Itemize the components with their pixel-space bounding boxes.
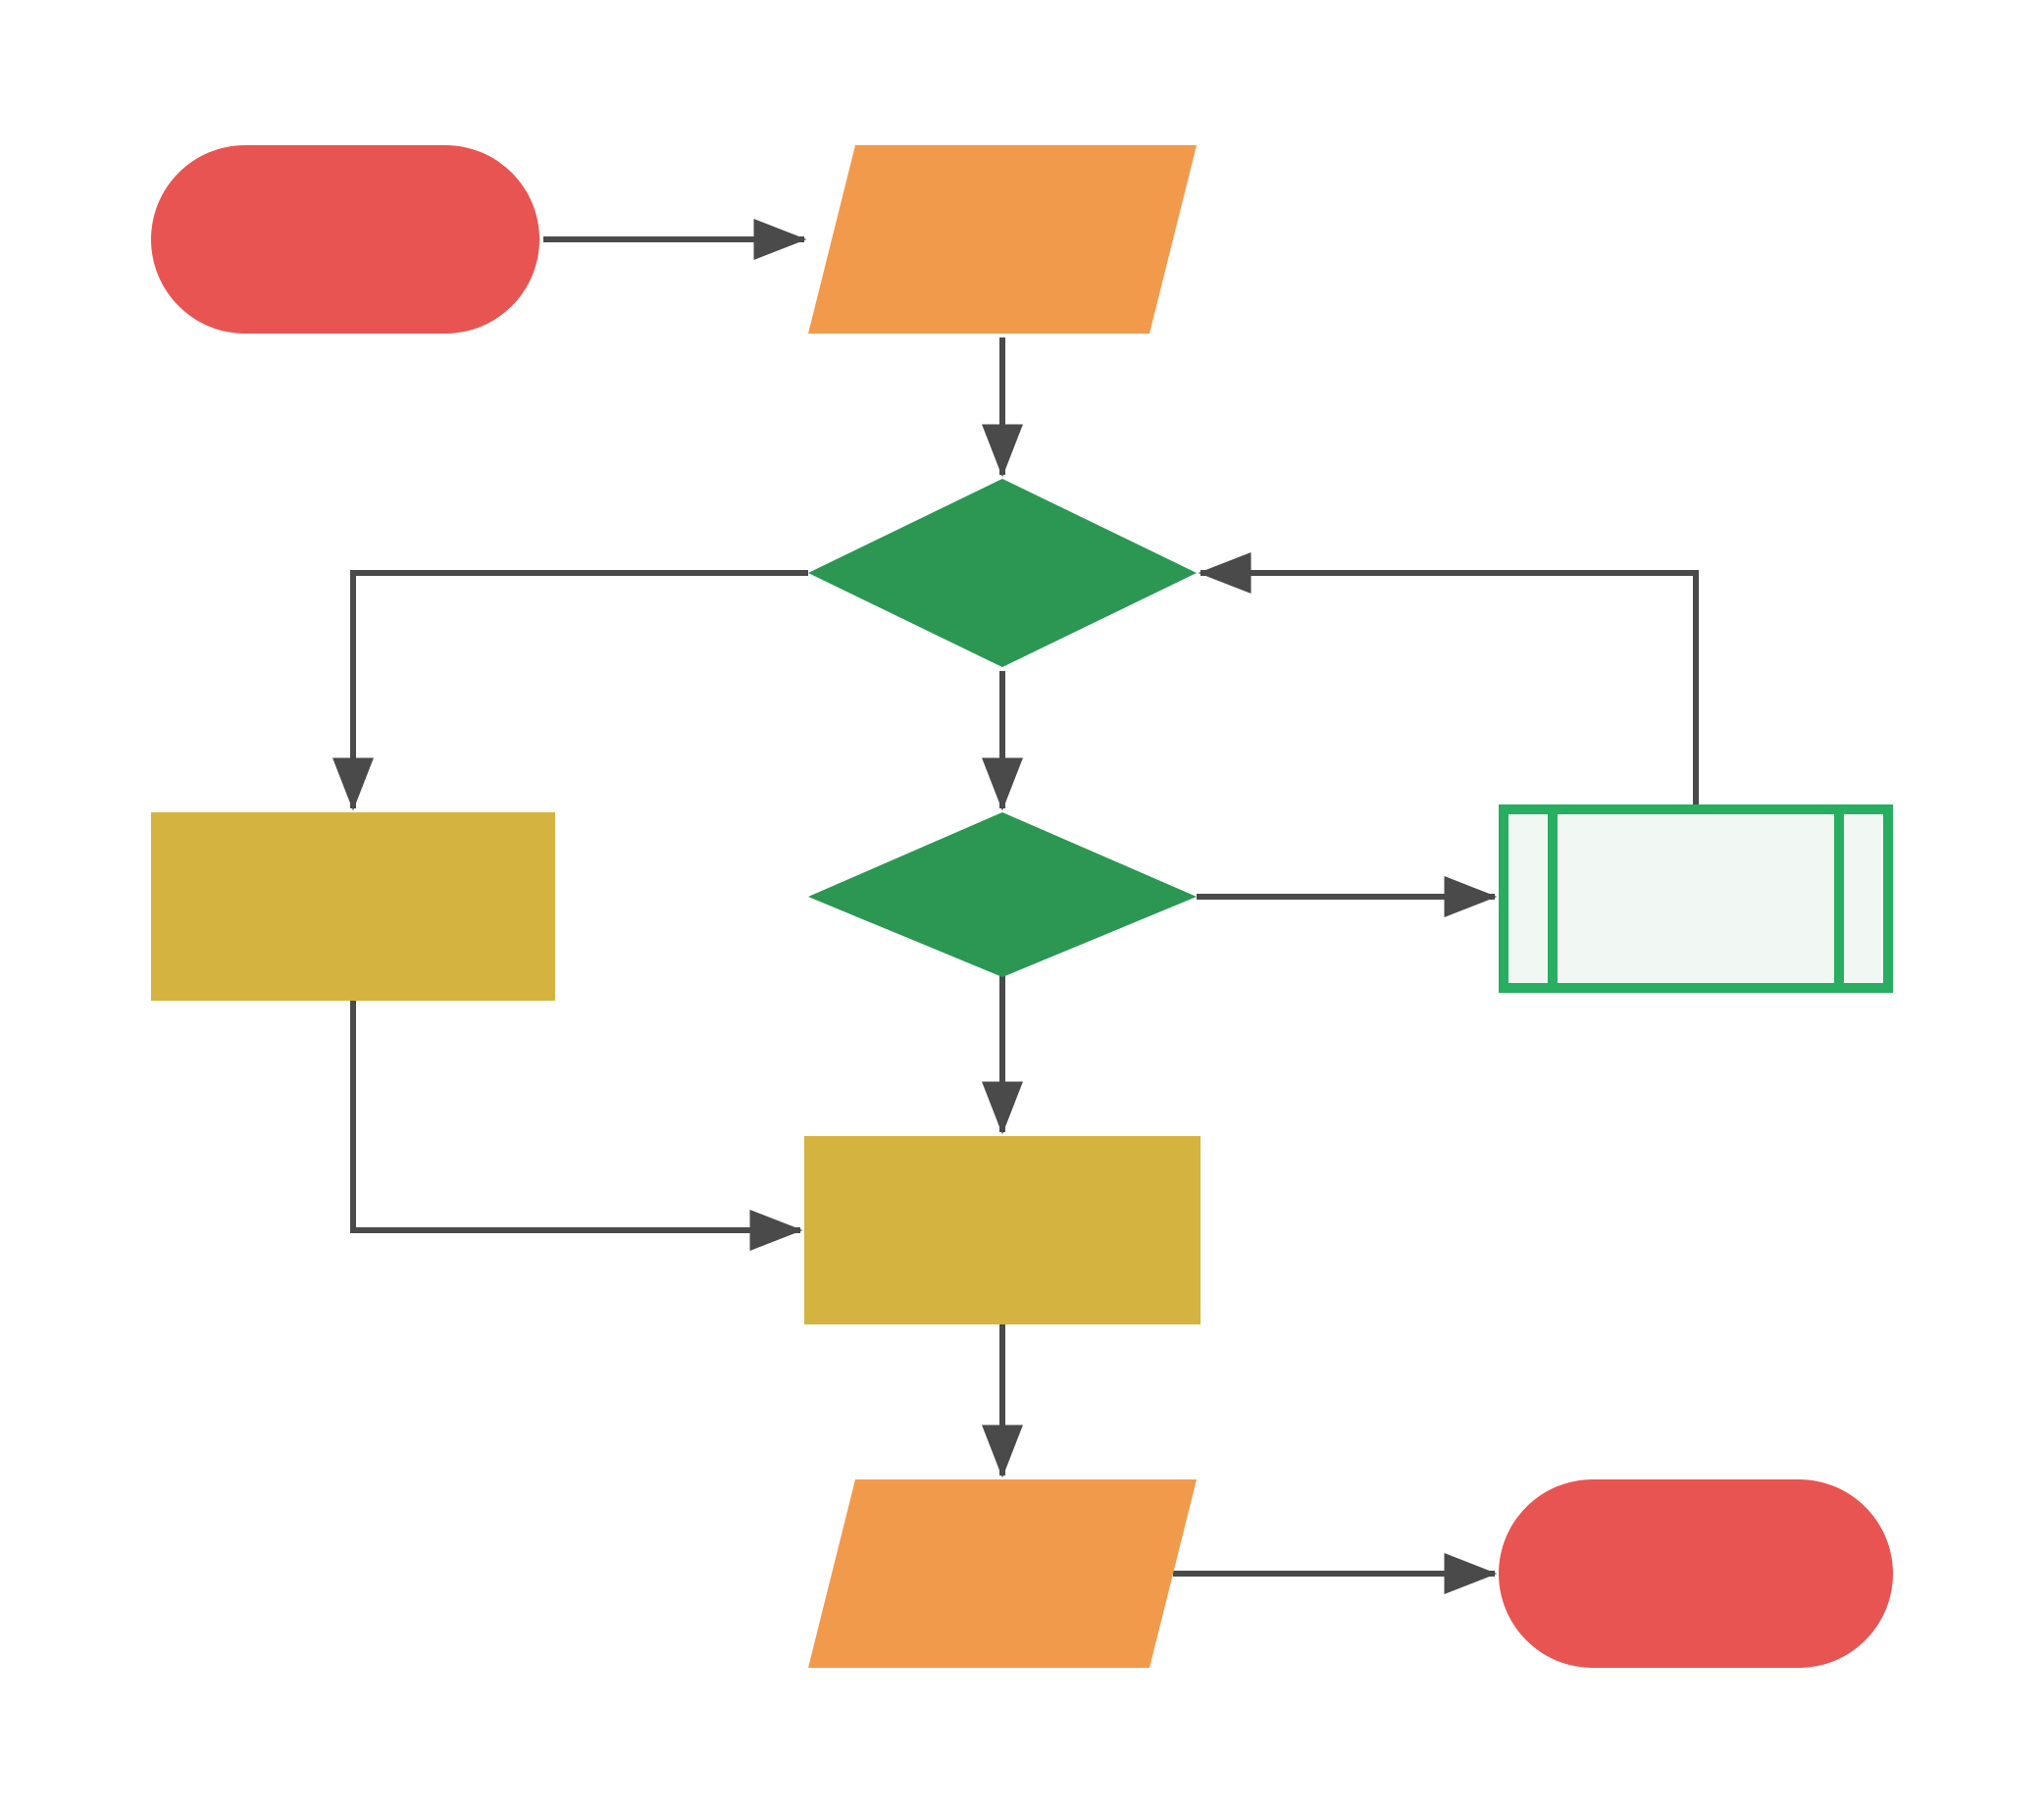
decision1-shape[interactable]	[808, 479, 1197, 667]
start-shape[interactable]	[151, 145, 539, 334]
end-shape[interactable]	[1499, 1479, 1893, 1668]
input-shape[interactable]	[808, 145, 1197, 334]
edge-subroutine-to-decision1-loopback	[1198, 552, 1699, 804]
node-output[interactable]	[808, 1479, 1197, 1668]
node-layer	[151, 145, 1893, 1668]
subroutine-shape[interactable]	[1499, 804, 1893, 993]
edge-process-left-to-process-center	[350, 1001, 803, 1251]
process-center-shape[interactable]	[804, 1136, 1201, 1324]
node-decision2[interactable]	[808, 812, 1197, 977]
edge-layer	[332, 219, 1699, 1594]
node-input[interactable]	[808, 145, 1197, 334]
node-start[interactable]	[151, 145, 539, 334]
edge-decision1-to-process-left	[332, 570, 808, 811]
node-end[interactable]	[1499, 1479, 1893, 1668]
node-subroutine[interactable]	[1499, 804, 1893, 993]
node-decision1[interactable]	[808, 479, 1197, 667]
output-shape[interactable]	[808, 1479, 1197, 1668]
decision2-shape[interactable]	[808, 812, 1197, 977]
node-process-left[interactable]	[151, 812, 555, 1001]
process-left-shape[interactable]	[151, 812, 555, 1001]
node-process-center[interactable]	[804, 1136, 1201, 1324]
